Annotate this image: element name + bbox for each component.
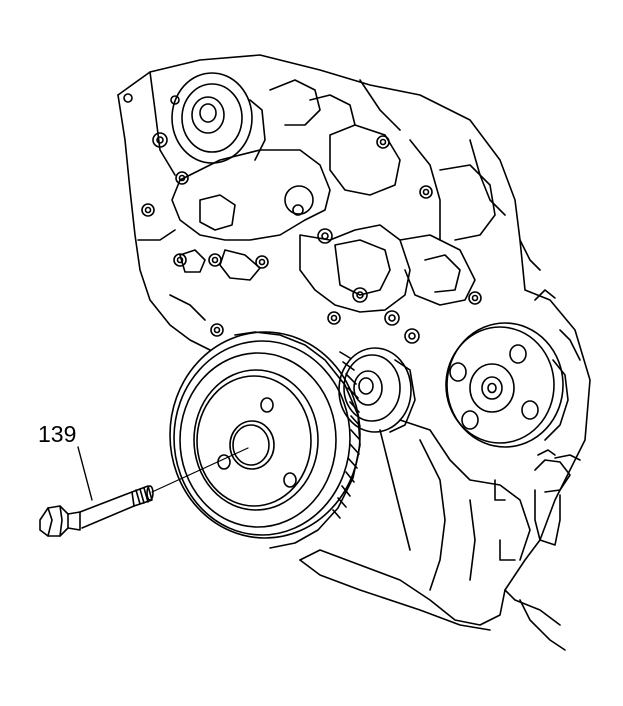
bolt-centerline (152, 448, 248, 492)
engine-block (118, 55, 590, 650)
callout-leader-line (78, 447, 92, 500)
front-cover (172, 80, 495, 312)
part-callout-label: 139 (38, 421, 77, 447)
balancer-bolt (40, 486, 153, 536)
cover-bolts (142, 136, 481, 343)
belt-tensioner-pulley (124, 73, 265, 163)
coolant-tube (535, 450, 580, 545)
idler-pulley (339, 348, 415, 432)
water-pump-pulley (446, 323, 568, 447)
crankshaft-balancer (170, 332, 360, 548)
